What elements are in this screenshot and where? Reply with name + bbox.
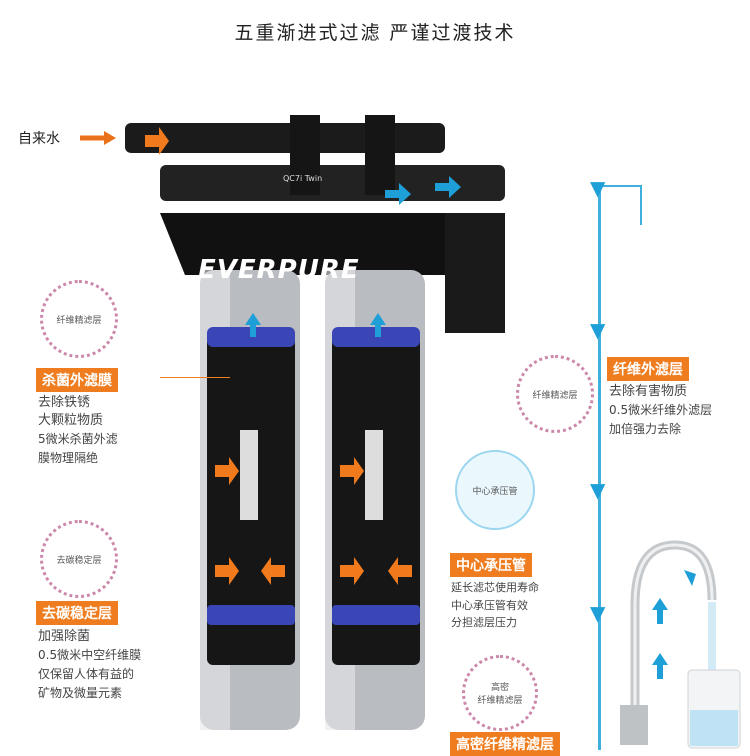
tap-water-label: 自来水 bbox=[18, 131, 60, 147]
carbon-line3: 仅保留人体有益的 bbox=[38, 667, 135, 681]
fiber-outer-line2: 0.5微米纤维外滤层 bbox=[609, 403, 713, 417]
faucet-illustration bbox=[620, 540, 741, 749]
center-tube-line3: 分担滤层压力 bbox=[451, 616, 517, 629]
center-tube-ring: 中心承压管 bbox=[455, 450, 535, 530]
carbon-line1: 加强除菌 bbox=[38, 629, 91, 644]
carbon-ring: 去碳稳定层 bbox=[40, 520, 118, 598]
antibacterial-line2: 大颗粒物质 bbox=[38, 413, 104, 428]
antibacterial-line1: 去除铁锈 bbox=[38, 395, 91, 410]
flow-path-line bbox=[598, 185, 640, 187]
fiber-outer-ring: 纤维精滤层 bbox=[516, 355, 594, 433]
carbon-line4: 矿物及微量元素 bbox=[38, 686, 123, 700]
leader-line bbox=[160, 377, 230, 378]
down-arrow-icon: ▼ bbox=[590, 318, 606, 342]
antibacterial-line3: 5微米杀菌外滤 bbox=[38, 432, 118, 446]
center-tube-line2: 中心承压管有效 bbox=[451, 599, 528, 612]
down-arrow-icon: ▼ bbox=[590, 478, 606, 502]
flow-path-line bbox=[640, 185, 642, 225]
down-arrow-icon: ▼ bbox=[590, 176, 606, 200]
antibacterial-ring: 纤维精滤层 bbox=[40, 280, 118, 358]
carbon-line2: 0.5微米中空纤维膜 bbox=[38, 648, 142, 662]
center-tube-badge: 中心承压管 bbox=[450, 553, 532, 577]
ring-label: 高密 纤维精滤层 bbox=[477, 683, 523, 706]
page-title: 五重渐进式过滤 严谨过渡技术 bbox=[234, 22, 516, 44]
dense-fiber-badge: 高密纤维精滤层 bbox=[450, 732, 560, 756]
antibacterial-badge: 杀菌外滤膜 bbox=[36, 368, 118, 392]
carbon-badge: 去碳稳定层 bbox=[36, 601, 118, 625]
filter-system-illustration bbox=[125, 115, 505, 730]
center-tube-line1: 延长滤芯使用寿命 bbox=[451, 581, 539, 594]
fiber-outer-badge: 纤维外滤层 bbox=[607, 357, 689, 381]
flow-path-line bbox=[598, 185, 601, 750]
ring-label: 纤维精滤层 bbox=[532, 390, 578, 401]
fiber-outer-line3: 加倍强力去除 bbox=[609, 422, 682, 436]
ring-label: 去碳稳定层 bbox=[56, 555, 102, 566]
brand-logo: EVERPURE bbox=[198, 255, 360, 285]
antibacterial-line4: 膜物理隔绝 bbox=[38, 451, 99, 465]
model-label: QC7i Twin bbox=[283, 174, 323, 183]
down-arrow-icon: ▼ bbox=[590, 601, 606, 625]
ring-label: 纤维精滤层 bbox=[56, 315, 102, 326]
inflow-arrow-icon bbox=[80, 131, 116, 145]
ring-label: 中心承压管 bbox=[472, 486, 518, 497]
dense-fiber-ring: 高密 纤维精滤层 bbox=[462, 655, 538, 731]
fiber-outer-line1: 去除有害物质 bbox=[609, 384, 688, 399]
